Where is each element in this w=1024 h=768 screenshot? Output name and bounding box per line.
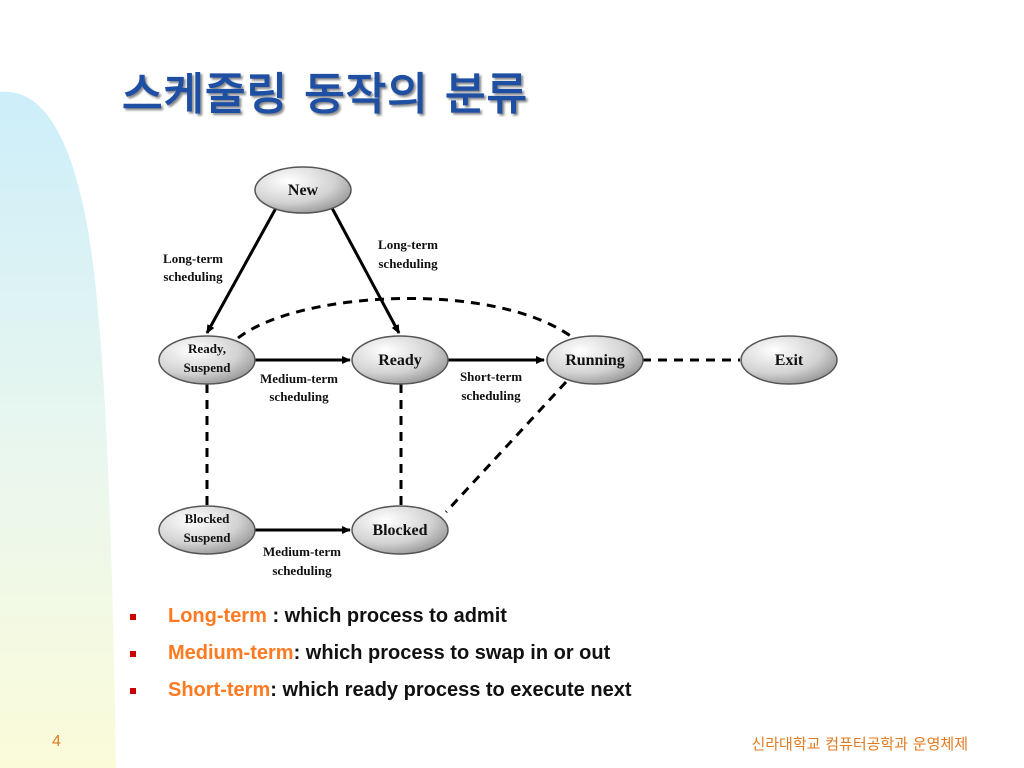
- bullet-item: Long-term : which process to admit: [130, 598, 631, 635]
- slide-title: 스케줄링 동작의 분류: [122, 69, 528, 120]
- bullet-term: Short-term: [168, 679, 271, 701]
- node-new-label: New: [288, 182, 319, 199]
- edge-label-long-term-right-1: Long-term: [378, 237, 438, 252]
- dashed-line-running-blocked: [444, 380, 568, 514]
- node-running-label: Running: [565, 352, 625, 369]
- node-blocked-label: Blocked: [372, 522, 427, 539]
- page-number: 4: [52, 733, 61, 750]
- edge-label-medium-term-top-1: Medium-term: [260, 371, 338, 386]
- edge-label-long-term-left-1: Long-term: [163, 251, 223, 266]
- square-bullet-icon: [130, 651, 136, 657]
- edge-label-short-term-2: scheduling: [461, 388, 521, 403]
- footer-text: 신라대학교 컴퓨터공학과 운영체제: [751, 735, 968, 753]
- node-ready-label: Ready: [378, 352, 422, 369]
- bullet-text: : which ready process to execute next: [270, 679, 632, 701]
- node-ready: Ready: [351, 335, 449, 385]
- edge-label-medium-term-bottom-2: scheduling: [272, 563, 332, 578]
- bullet-text: : which process to swap in or out: [293, 642, 611, 664]
- node-blocked-suspend: Blocked Suspend: [158, 505, 256, 555]
- edge-label-medium-term-bottom-1: Medium-term: [263, 544, 341, 559]
- bullet-term: Long-term: [168, 605, 267, 627]
- node-blocked-suspend-label-1: Blocked: [185, 511, 231, 526]
- edge-label-long-term-right-2: scheduling: [378, 256, 438, 271]
- dashed-arc-ready-suspend-to-running: [237, 297, 577, 342]
- node-new: New: [254, 166, 352, 214]
- arrow-new-to-ready: [330, 207, 401, 334]
- edge-label-long-term-left-2: scheduling: [163, 269, 223, 284]
- edge-label-short-term-1: Short-term: [460, 369, 522, 384]
- bullet-item: Short-term: which ready process to execu…: [130, 672, 631, 709]
- node-ready-suspend-label-1: Ready,: [188, 341, 226, 356]
- bullet-term: Medium-term: [168, 642, 294, 664]
- node-exit-label: Exit: [775, 352, 804, 369]
- node-exit: Exit: [740, 335, 838, 385]
- edge-label-medium-term-top-2: scheduling: [269, 389, 329, 404]
- arrow-new-to-ready-suspend: [205, 207, 278, 334]
- node-blocked: Blocked: [351, 505, 449, 555]
- node-running: Running: [546, 335, 644, 385]
- node-ready-suspend-label-2: Suspend: [184, 360, 232, 375]
- node-ready-suspend: Ready, Suspend: [158, 335, 256, 385]
- bullet-text: : which process to admit: [266, 605, 507, 627]
- bullet-list: Long-term : which process to admit Mediu…: [130, 598, 631, 709]
- square-bullet-icon: [130, 614, 136, 620]
- node-blocked-suspend-label-2: Suspend: [184, 530, 232, 545]
- bullet-item: Medium-term: which process to swap in or…: [130, 635, 631, 672]
- square-bullet-icon: [130, 688, 136, 694]
